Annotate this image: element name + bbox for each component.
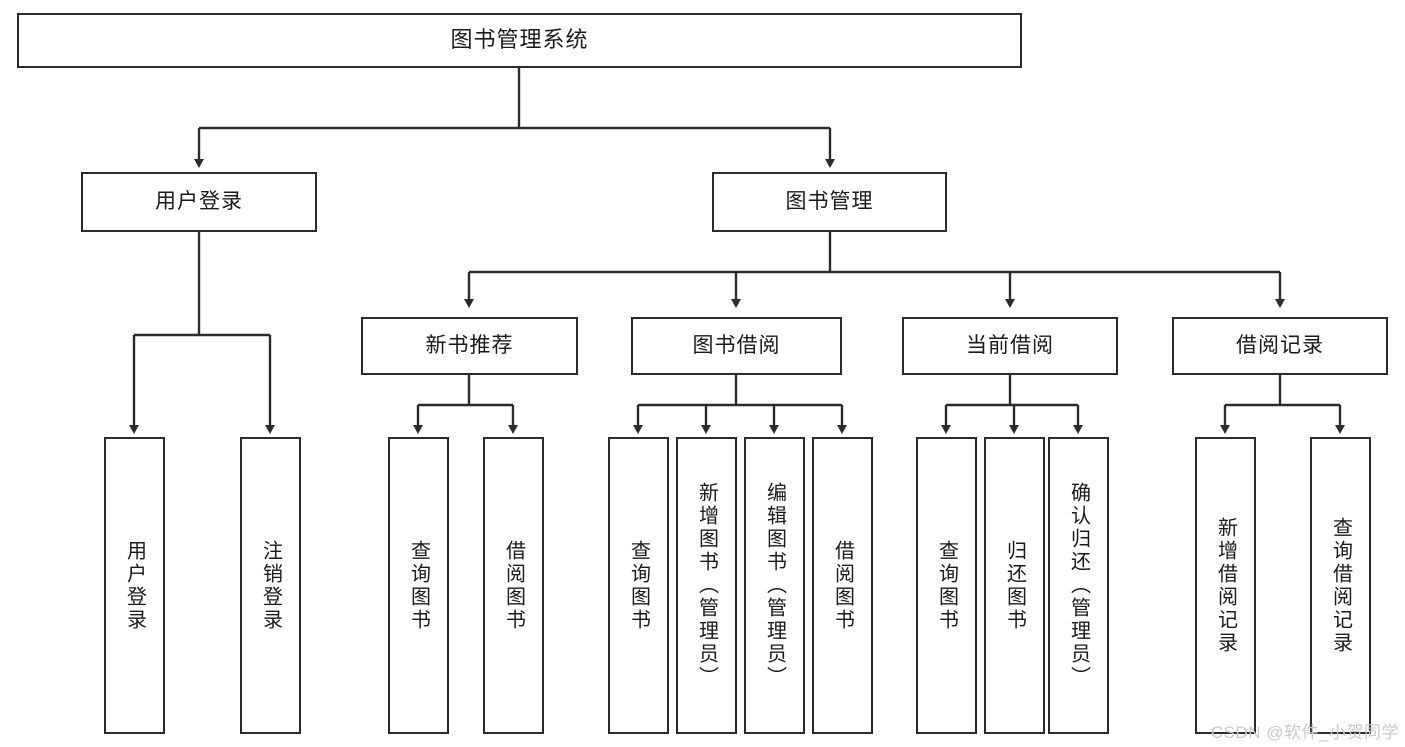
leaf-borrow-borrow-book[interactable]: 借阅图书 (812, 437, 873, 734)
node-current-borrow[interactable]: 当前借阅 (902, 317, 1118, 375)
node-label: 查询图书 (935, 539, 958, 632)
node-label: 借阅图书 (502, 539, 525, 632)
node-label: 编辑图书（管理员） (763, 482, 786, 689)
leaf-current-confirm-return-admin[interactable]: 确认归还（管理员） (1048, 437, 1109, 734)
node-book-borrow[interactable]: 图书借阅 (631, 317, 842, 375)
node-label: 用户登录 (123, 539, 146, 632)
node-label: 查询图书 (407, 539, 430, 632)
node-label: 新增借阅记录 (1214, 516, 1237, 655)
leaf-user-login-signin[interactable]: 用户登录 (104, 437, 165, 734)
leaf-current-query-book[interactable]: 查询图书 (916, 437, 977, 734)
node-borrow-record[interactable]: 借阅记录 (1172, 317, 1388, 375)
node-user-login[interactable]: 用户登录 (81, 172, 317, 232)
node-label: 查询图书 (627, 539, 650, 632)
leaf-recommend-borrow-book[interactable]: 借阅图书 (483, 437, 544, 734)
node-label: 图书借阅 (692, 334, 781, 358)
node-new-book-recommend[interactable]: 新书推荐 (361, 317, 578, 375)
node-book-management[interactable]: 图书管理 (712, 172, 947, 232)
node-label: 借阅图书 (831, 539, 854, 632)
node-label: 用户登录 (155, 190, 243, 214)
leaf-recommend-query-book[interactable]: 查询图书 (388, 437, 449, 734)
leaf-record-query-borrow-record[interactable]: 查询借阅记录 (1310, 437, 1371, 734)
node-label: 归还图书 (1003, 539, 1026, 632)
node-label: 新书推荐 (425, 334, 514, 358)
node-root-system[interactable]: 图书管理系统 (17, 13, 1022, 68)
leaf-record-add-borrow-record[interactable]: 新增借阅记录 (1195, 437, 1256, 734)
node-label: 借阅记录 (1236, 334, 1324, 358)
node-label: 注销登录 (259, 539, 282, 632)
node-label: 图书管理系统 (450, 27, 589, 53)
node-label: 图书管理 (785, 190, 874, 214)
node-label: 当前借阅 (966, 334, 1054, 358)
node-label: 新增图书（管理员） (695, 482, 718, 689)
node-label: 查询借阅记录 (1329, 516, 1352, 655)
leaf-borrow-edit-book-admin[interactable]: 编辑图书（管理员） (744, 437, 805, 734)
leaf-current-return-book[interactable]: 归还图书 (984, 437, 1045, 734)
node-label: 确认归还（管理员） (1067, 482, 1090, 689)
leaf-borrow-query-book[interactable]: 查询图书 (608, 437, 669, 734)
leaf-borrow-add-book-admin[interactable]: 新增图书（管理员） (676, 437, 737, 734)
leaf-user-login-signout[interactable]: 注销登录 (240, 437, 301, 734)
